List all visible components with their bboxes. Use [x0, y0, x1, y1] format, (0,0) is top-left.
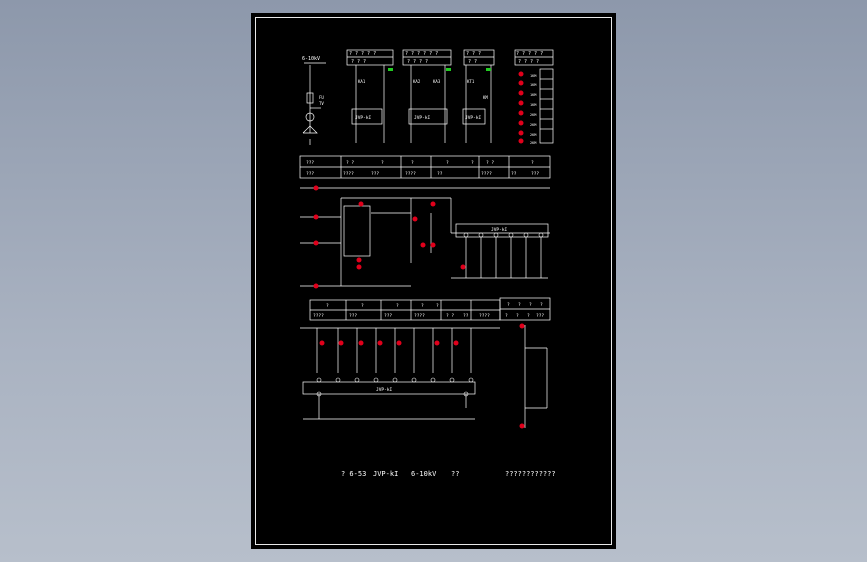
right-table-2b: ? [516, 313, 519, 319]
row2-cell-5a: ? [446, 160, 449, 166]
right-table-1b: ? [505, 313, 508, 319]
right-table-4a: ? [540, 302, 543, 308]
right-table-3b: ? [527, 313, 530, 319]
right-col-label-3: 1KM [530, 93, 536, 97]
row2-cell-3a: ? [381, 160, 384, 166]
row2-cell-1a: ??? [306, 160, 314, 166]
footer-title: ???????????? [505, 470, 556, 478]
right-col-label-5: 2KM [530, 113, 536, 117]
header-box-2-top: ? ? ? ? ? ? [405, 51, 438, 57]
row2-cell-1b: ??? [306, 171, 314, 177]
row3-cell-2a: ? [361, 303, 364, 309]
row2-cell-6a: ? [471, 160, 474, 166]
header-box-1-bottom: ? ? ? [351, 59, 366, 65]
right-table-3a: ? [529, 302, 532, 308]
row2-cell-4b: ???? [405, 171, 416, 177]
tv-label: TV [319, 101, 324, 106]
row3-cell-7b: ???? [479, 313, 490, 319]
row2-cell-2a: ? ? [346, 160, 354, 166]
row3-cell-4a: ? [421, 303, 424, 309]
bottom-relay-label: JVP-kI [376, 387, 393, 393]
row3-cell-5a: ? [436, 303, 439, 309]
header-box-1-top: ? ? ? ? ? [349, 51, 376, 57]
footer-voltage: 6-10kV [411, 470, 437, 478]
header-box-3-bottom: ? ? [468, 59, 477, 65]
right-table-2a: ? [518, 302, 521, 308]
header-box-4-bottom: ? ? ? ? [518, 59, 539, 65]
incoming-label: 6-10kV [302, 56, 320, 62]
row2-cell-7b: ?? [511, 171, 517, 177]
right-col-label-2: 1KM [530, 83, 536, 87]
row3-cell-1b: ???? [313, 313, 324, 319]
mid-relay-label: JVP-kI [491, 227, 508, 233]
footer-drawing-no: ? 6-53 [341, 470, 366, 478]
header-box-2-bottom: ? ? ? ? [407, 59, 428, 65]
accent-markers [388, 68, 491, 71]
right-col-label-7: 2KM [530, 133, 536, 137]
relay-ka1: KA1 [358, 79, 366, 84]
relay-ka3: KA3 [433, 79, 441, 84]
schematic-canvas: 6-10kV FU TV ? ? ? ? ? ? ? ? ? ? ? ? ? ?… [299, 49, 556, 478]
row2-cell-7a: ? ? [486, 160, 494, 166]
row3-cell-3b: ??? [384, 313, 392, 319]
row3-cell-2b: ??? [349, 313, 357, 319]
row3-cell-4b: ???? [414, 313, 425, 319]
right-col-label-4: 1KM [530, 103, 536, 107]
row2-cell-3b: ??? [371, 171, 379, 177]
relay-km: KM [483, 95, 488, 100]
row2-cell-4a: ? [411, 160, 414, 166]
row3-cell-1a: ? [326, 303, 329, 309]
row3-cell-5b: ? ? [446, 313, 454, 319]
right-col-label-8: 2KM [530, 141, 536, 145]
footer-device: JVP-kI [373, 470, 398, 478]
sheet-border [255, 17, 612, 545]
drawing-sheet: 6-10kV FU TV ? ? ? ? ? ? ? ? ? ? ? ? ? ?… [251, 13, 616, 549]
row2-cell-8b: ??? [531, 171, 539, 177]
header-box-4-top: ? ? ? ? ? [516, 51, 543, 57]
footer-mark: ?? [451, 470, 459, 478]
relay-jvp-2: JVP-kI [414, 115, 431, 121]
row3-cell-3a: ? [396, 303, 399, 309]
fu-label: FU [319, 95, 324, 100]
relay-jvp-1: JVP-kI [355, 115, 372, 121]
right-col-label-1: 1KM [530, 74, 536, 78]
relay-kt: KT1 [467, 79, 475, 84]
terminal-markers [313, 71, 525, 429]
right-col-label-6: 2KM [530, 123, 536, 127]
header-box-3-top: ? ? ? [466, 51, 481, 57]
row2-cell-6b: ???? [481, 171, 492, 177]
row2-cell-5b: ?? [437, 171, 443, 177]
row3-cell-6b: ?? [463, 313, 469, 319]
row2-cell-8a: ? [531, 160, 534, 166]
relay-jvp-3: JVP-kI [465, 115, 482, 121]
relay-ka2: KA2 [413, 79, 421, 84]
right-table-4b: ??? [536, 313, 544, 319]
right-table-1a: ? [507, 302, 510, 308]
row2-cell-2b: ???? [343, 171, 354, 177]
